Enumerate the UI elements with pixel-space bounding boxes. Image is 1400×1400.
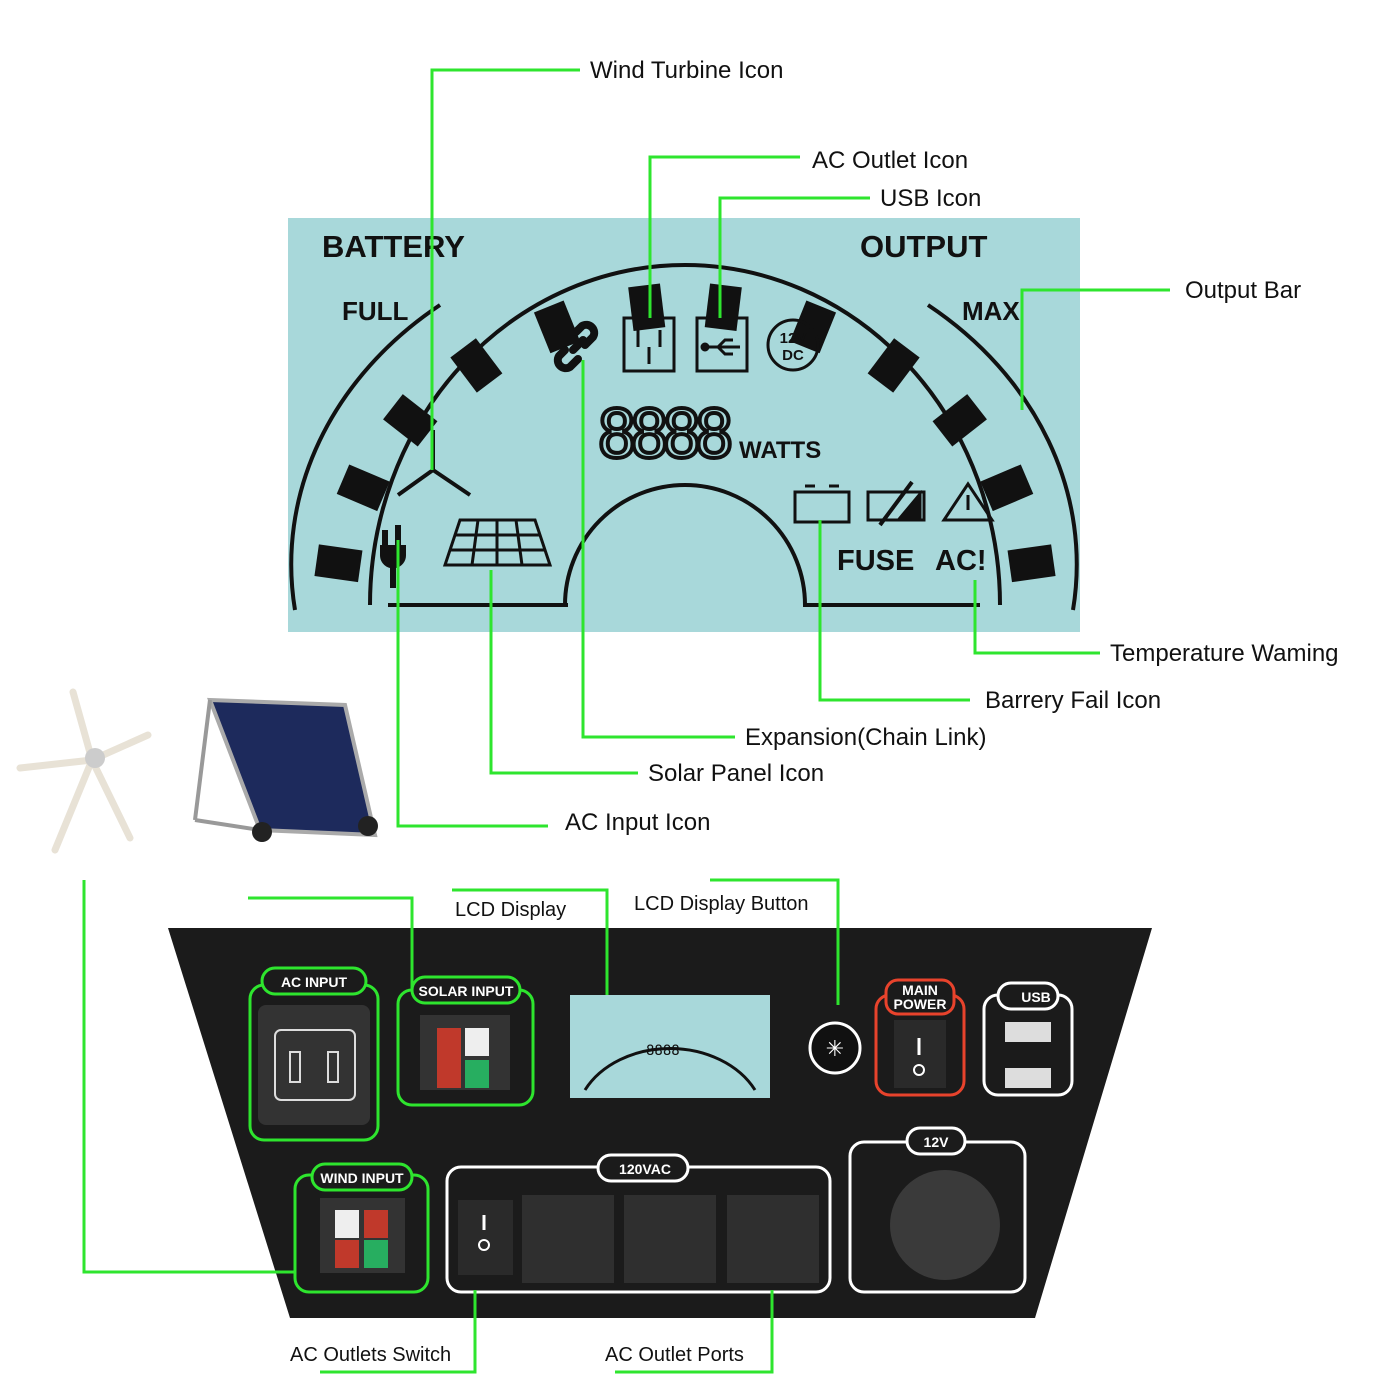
segment-bar <box>383 394 438 447</box>
ac-input-label: AC INPUT <box>281 974 348 990</box>
segment-bar <box>704 283 742 332</box>
callout-lines <box>82 68 1170 1374</box>
wind-input-label: WIND INPUT <box>320 1170 404 1186</box>
segment-bar <box>867 338 920 393</box>
dc-top: 12V <box>780 330 807 347</box>
wind-input-port[interactable]: WIND INPUT <box>293 1162 430 1294</box>
lcd-output-label: OUTPUT <box>860 229 988 264</box>
12v-label: 12V <box>924 1134 950 1150</box>
ac-outlet-port[interactable] <box>727 1195 819 1283</box>
usb-icon <box>695 316 749 373</box>
main-label: MAIN <box>902 982 938 998</box>
segment-bar <box>314 544 363 583</box>
wind-turbine-callout: Wind Turbine Icon <box>590 57 783 84</box>
chain-link-icon <box>553 320 599 373</box>
watts-label: WATTS <box>739 437 821 464</box>
solar-panel-icon <box>442 518 553 567</box>
lcd-display-mini: 8888 <box>570 995 770 1098</box>
lcd-button-callout: LCD Display Button <box>634 893 809 915</box>
battery-fail-icon <box>793 480 926 527</box>
expansion-callout: Expansion(Chain Link) <box>745 724 986 751</box>
usb-ports[interactable]: USB <box>982 981 1074 1097</box>
segment-bar <box>980 464 1034 512</box>
lcd-display-button[interactable]: ✳ <box>808 1021 862 1075</box>
ac-outlet-callout: AC Outlet Icon <box>812 147 968 174</box>
watts-digits: 8888 <box>597 396 734 473</box>
lcd-max-label: MAX <box>962 296 1020 326</box>
lcd-display-callout: LCD Display <box>455 899 566 921</box>
lcd-full-label: FULL <box>342 296 409 326</box>
solar-panel-photo <box>193 697 378 842</box>
device-front-panel: AC INPUT SOLAR INPUT 8888 ✳ MAIN POWER <box>168 928 1152 1318</box>
ac-outlets-switch[interactable] <box>458 1200 513 1275</box>
segment-bar <box>336 464 390 512</box>
battery-fail-callout: Barrery Fail Icon <box>985 687 1161 714</box>
fuse-label: FUSE <box>837 545 914 577</box>
solar-panel-callout: Solar Panel Icon <box>648 760 824 787</box>
segment-bar <box>789 300 837 354</box>
main-power-switch[interactable]: MAIN POWER <box>874 978 966 1097</box>
ac-outlet-port[interactable] <box>522 1195 614 1283</box>
callout-labels: Wind Turbine Icon AC Outlet Icon USB Ico… <box>290 57 1339 1366</box>
wind-turbine-photo <box>16 688 152 854</box>
ac-input-callout: AC Input Icon <box>565 809 710 836</box>
dc-bottom: DC <box>782 347 804 364</box>
solar-input-label: SOLAR INPUT <box>419 983 514 999</box>
ac-outlets-switch-callout: AC Outlets Switch <box>290 1344 451 1366</box>
temperature-callout: Temperature Waming <box>1110 640 1339 667</box>
segment-bar <box>932 394 987 447</box>
lcd-battery-label: BATTERY <box>322 229 465 264</box>
vac-label: 120VAC <box>619 1161 671 1177</box>
segment-bar <box>1007 544 1056 583</box>
ac-outlet-ports-callout: AC Outlet Ports <box>605 1344 744 1366</box>
output-bar-callout: Output Bar <box>1185 277 1301 304</box>
solar-input-port[interactable]: SOLAR INPUT <box>396 975 535 1107</box>
ac-input-port[interactable]: AC INPUT <box>248 966 380 1142</box>
svg-text:✳: ✳ <box>826 1037 844 1062</box>
segment-bar <box>450 338 503 393</box>
segment-bar <box>533 300 581 354</box>
ac-warning-label: AC! <box>935 545 987 577</box>
lcd-panel: BATTERY OUTPUT FULL MAX <box>288 218 1080 632</box>
12v-socket[interactable]: 12V <box>848 1126 1027 1294</box>
power-label: POWER <box>894 996 947 1012</box>
usb-callout: USB Icon <box>880 185 981 212</box>
temperature-warning-icon <box>941 481 995 522</box>
ac-outlets-group: 120VAC <box>445 1153 832 1294</box>
ac-input-plug-icon <box>379 525 407 588</box>
mini-digits: 8888 <box>646 1043 680 1059</box>
segment-bar <box>628 283 666 332</box>
usb-label: USB <box>1021 989 1051 1005</box>
ac-outlet-port[interactable] <box>624 1195 716 1283</box>
12v-dc-icon: 12V DC <box>766 318 820 372</box>
